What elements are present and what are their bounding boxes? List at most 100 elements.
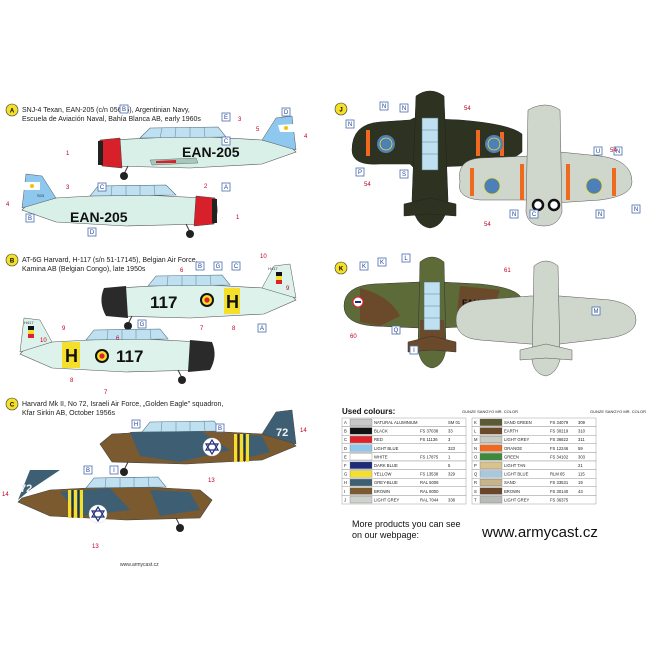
colour-name: WHITE	[374, 454, 388, 459]
colour-table-header-left: GUNZE SANGYO MR. COLOR	[462, 409, 518, 414]
svg-text:1: 1	[66, 151, 70, 157]
svg-text:13: 13	[92, 544, 99, 550]
svg-text:P: P	[358, 170, 362, 176]
colour-fs: FS 30219	[550, 429, 569, 434]
colour-swatch	[479, 436, 503, 443]
colour-id: S	[474, 489, 477, 494]
colour-fs: FS 12246	[550, 446, 569, 451]
colour-id: O	[474, 454, 478, 459]
colour-name: GREY-BLUE	[374, 480, 398, 485]
colour-swatch	[479, 418, 503, 426]
colour-id: G	[344, 472, 347, 477]
promo: More products you can see on our webpage…	[352, 519, 598, 541]
colour-mr: 329	[448, 472, 456, 477]
svg-text:10: 10	[40, 338, 47, 344]
promo-line-1: More products you can see	[352, 519, 461, 529]
section-j-callouts: N N N P S U N N C N N 54 54 54 54	[345, 101, 641, 228]
colour-swatch	[349, 461, 373, 469]
colour-id: R	[474, 480, 477, 485]
svg-text:13: 13	[208, 478, 215, 484]
aircraft-b-left-side: H H417 117	[101, 263, 297, 330]
colour-id: J	[344, 497, 346, 502]
colour-mr: 338	[448, 497, 456, 502]
svg-text:3: 3	[238, 117, 242, 123]
colour-name: ORANGE	[504, 446, 522, 451]
svg-text:14: 14	[300, 428, 307, 434]
svg-text:G: G	[216, 264, 221, 270]
colour-fs: FS 17875	[420, 454, 439, 459]
colour-mr: 5	[448, 463, 451, 468]
svg-text:B: B	[122, 107, 126, 113]
section-c: C Harvard Mk II, No 72, Israeli Air Forc…	[2, 397, 307, 568]
svg-text:9: 9	[286, 286, 290, 292]
svg-text:I: I	[113, 468, 115, 474]
colour-mr: 43	[578, 489, 583, 494]
colour-fs: FS 34079	[550, 420, 569, 425]
colour-id: M	[474, 437, 478, 442]
section-c-callouts: H B I B 14 13 14 13	[2, 419, 307, 550]
section-j-letter: J	[339, 108, 342, 114]
section-a-caption-2: Escuela de Aviación Naval, Bahía Blanca …	[22, 116, 201, 123]
aircraft-b-right-side: H H417 117	[19, 317, 215, 384]
colour-mr: 59	[578, 446, 583, 451]
colour-id: D	[344, 446, 347, 451]
svg-text:2: 2	[204, 184, 208, 190]
colour-name: SAND	[504, 480, 516, 485]
section-b-callouts: B G C G A 6 10 9 7 8 9 10 7 8 6	[40, 254, 290, 396]
svg-text:C: C	[224, 139, 229, 145]
colour-table-title: Used colours:	[342, 407, 395, 416]
svg-text:G: G	[140, 322, 145, 328]
section-a: A SNJ-4 Texan, EAN-205 (c/n 05635), Arge…	[5, 103, 308, 238]
colour-fs: RAL 7044	[420, 497, 439, 502]
svg-text:60: 60	[350, 334, 357, 340]
svg-text:Q: Q	[394, 328, 399, 334]
colour-name: EARTH	[504, 429, 518, 434]
colour-fs: FS 37038	[420, 429, 439, 434]
aircraft-b-code-letter: H	[226, 292, 239, 312]
aircraft-a-left-side: EAN-205 S03	[21, 173, 218, 238]
section-a-callouts: B E C D A C B D 1 3 5 4 2 3 4 1	[6, 104, 308, 237]
section-b: B AT-6G Harvard, H-117 (s/n 51-17145), B…	[5, 253, 297, 396]
svg-text:4: 4	[6, 202, 10, 208]
colour-name: LIGHT GREY	[504, 437, 529, 442]
colour-mr: 303	[578, 454, 586, 459]
colour-name: LIGHT BLUE	[504, 472, 529, 477]
colour-fs: FS 36375	[550, 497, 569, 502]
colour-mr: 309	[578, 420, 586, 425]
colour-mr: SM 01	[448, 420, 461, 425]
website-link[interactable]: www.armycast.cz	[481, 524, 598, 541]
colour-swatch	[349, 470, 373, 478]
tail-label-h417: H417	[268, 266, 278, 271]
svg-text:10: 10	[260, 254, 267, 260]
colour-fs: FS 36622	[550, 437, 569, 442]
svg-text:9: 9	[62, 326, 66, 332]
aircraft-j-bottom-view	[459, 104, 633, 227]
svg-text:7: 7	[104, 390, 108, 396]
colour-swatch	[479, 453, 503, 461]
colour-swatch	[479, 427, 503, 435]
svg-text:54: 54	[364, 182, 371, 188]
section-b-letter: B	[10, 259, 15, 265]
aircraft-c-left-side: 72	[99, 409, 297, 476]
colour-mr: 310	[578, 429, 586, 434]
svg-text:54: 54	[464, 106, 471, 112]
colour-mr: 323	[448, 446, 456, 451]
colour-swatch	[349, 487, 373, 495]
colour-mr: 311	[578, 437, 585, 442]
svg-text:U: U	[596, 149, 600, 155]
colour-mr: 33	[448, 429, 453, 434]
svg-text:8: 8	[232, 326, 236, 332]
section-b-caption-2: Kamina AB (Belgian Congo), late 1950s	[22, 266, 146, 273]
svg-text:B: B	[198, 264, 202, 270]
colour-row: M LIGHT GREY FS 36622 311	[471, 435, 597, 445]
colour-name: YELLOW	[374, 472, 392, 477]
svg-text:C: C	[532, 212, 537, 218]
